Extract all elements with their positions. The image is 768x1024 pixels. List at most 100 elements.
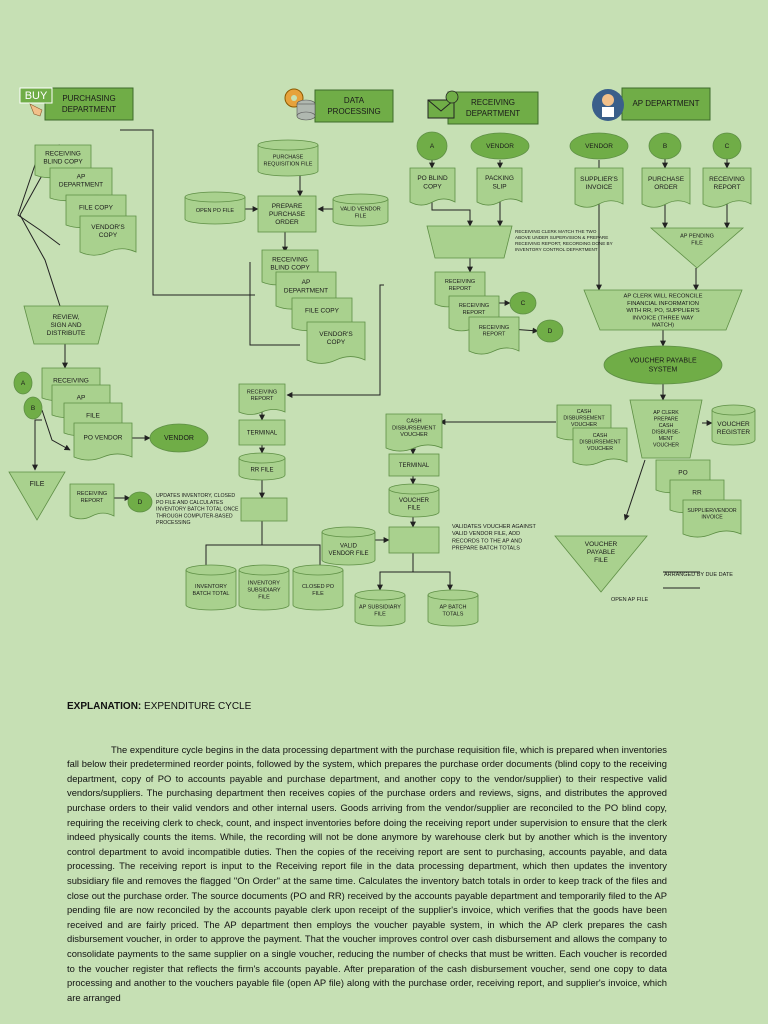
purchasing-connector-a: A [13,371,33,395]
note-text: OPEN AP FILE [611,597,649,603]
label: C [725,143,730,150]
clerk-icon [592,89,624,121]
label: VENDOR [585,143,613,150]
dp-rr-file: RR FILE [238,452,286,481]
purchasing-doc-po-vendor: PO VENDOR [73,422,133,461]
receiving-connector-d: D [536,319,564,343]
label: A [21,380,26,387]
ap-header: AP DEPARTMENT [621,87,711,121]
dp-validate-box [388,526,440,554]
label: RECEIVING [53,377,89,384]
label: FILE COPY [305,307,340,314]
label: AP [77,394,86,401]
envelope-icon [427,90,459,119]
receiving-match-trap [426,225,513,259]
purchasing-file-triangle: FILE [8,471,66,521]
dp-terminal2: TERMINAL [388,453,440,477]
label: AP DEPARTMENT [632,99,699,108]
label: TERMINAL [247,430,278,436]
label: VENDOR [164,435,194,442]
explanation-title-rest: EXPENDITURE CYCLE [141,701,252,712]
buy-icon: BUY [19,87,53,117]
label: D [138,499,143,506]
dp-open-po-file: OPEN PO FILE [184,191,246,225]
label: A [430,143,435,150]
label: PO [678,469,687,476]
label: RR [692,489,702,496]
purchasing-vendor: VENDOR [149,423,209,453]
label: B [31,405,35,412]
label: C [521,300,526,307]
label: FILE [86,412,100,419]
label: TERMINAL [399,463,430,469]
label: FILE [30,481,45,488]
ap-vendor: VENDOR [569,132,629,160]
label: VENDOR [486,143,514,150]
receiving-connector-a: A [416,131,448,161]
label: FILE COPY [79,204,114,211]
explanation-title: EXPLANATION: EXPENDITURE CYCLE [67,700,667,715]
label: B [663,143,667,150]
